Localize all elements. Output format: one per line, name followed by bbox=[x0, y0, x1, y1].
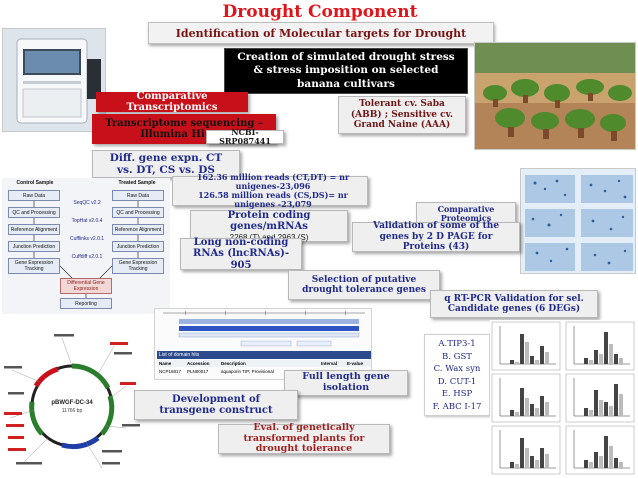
flow-right-tracking: Gene Expression Tracking bbox=[112, 258, 164, 274]
simulated-stress-box: Creation of simulated drought stress & s… bbox=[224, 48, 468, 94]
ncbi-box: NCBI- SRP087441 bbox=[206, 127, 284, 146]
row-description: aquaporin TIP; Provisional bbox=[221, 369, 274, 374]
domain-hits-columns: Name Accession Description Interval E-va… bbox=[157, 360, 371, 367]
col-description: Description bbox=[221, 361, 246, 366]
plasmid-map: pBWGF-DC-34 11766 bp bbox=[2, 330, 142, 476]
qrtpcr-thumbnails bbox=[491, 321, 635, 475]
flow-right-alignment: Reference Alignment bbox=[112, 224, 164, 235]
plasmid-diagram bbox=[4, 334, 140, 469]
full-length-isolation-box: Full length gene isolation bbox=[284, 370, 408, 396]
gene-item-c: C. Wax syn bbox=[433, 364, 481, 374]
flow-right-qc: QC and Processing bbox=[112, 207, 164, 218]
page-title: Drought Component bbox=[222, 2, 418, 22]
flow-mid-seqqc: SeqQC v2.2 bbox=[73, 200, 101, 206]
col-accession: Accession bbox=[187, 361, 210, 366]
flow-mid-cuffdiff: Cuffdiff v2.0.1 bbox=[71, 254, 103, 260]
gene-item-d: D. CUT-1 bbox=[437, 376, 477, 387]
flow-left-tracking: Gene Expression Tracking bbox=[8, 258, 60, 274]
cultivars-box: Tolerant cv. Saba (ABB) ; Sensitive cv. … bbox=[338, 96, 466, 134]
diff-gene-expn-box: Diff. gene expn. CT vs. DT, CS vs. DS bbox=[92, 150, 240, 178]
domain-hits-header: List of domain hits bbox=[157, 351, 371, 359]
domain-hits-panel: List of domain hits Name Accession Descr… bbox=[154, 308, 372, 380]
reads-line-1: 162.36 million reads (CT,DT) = nr unigen… bbox=[196, 171, 350, 191]
sequencer-photo bbox=[2, 28, 106, 132]
col-evalue: E-value bbox=[347, 361, 364, 366]
row-accession: PLN00017 bbox=[187, 369, 209, 374]
reads-line-2: 126.58 million reads (CS,DS)= nr unigene… bbox=[198, 190, 348, 210]
selection-genes-box: Selection of putative drought tolerance … bbox=[288, 270, 440, 300]
gene-list: A.TIP3-1 B. GST C. Wax syn D. CUT-1 E. H… bbox=[424, 334, 490, 416]
2d-page-gel-images bbox=[520, 168, 636, 274]
gene-item-b: B. GST bbox=[442, 351, 472, 362]
flow-differential-expression: Differential Gene Expression bbox=[60, 278, 112, 294]
flow-left-qc: QC and Processing bbox=[8, 207, 60, 218]
flow-mid-tophat: TopHat v2.0.4 bbox=[71, 218, 103, 224]
qrtpcr-box: q RT-PCR Validation for sel. Candidate g… bbox=[430, 290, 598, 318]
plasmid-size: 11766 bp bbox=[61, 408, 83, 414]
domain-track bbox=[163, 311, 365, 347]
flow-left-raw-data: Raw Data bbox=[8, 190, 60, 201]
protein-coding-title: Protein coding genes/mRNAs bbox=[227, 209, 311, 233]
gene-item-a: A.TIP3-1 bbox=[438, 339, 476, 349]
protein-coding-detail: 2268 (T) and 2963 (S) bbox=[230, 232, 309, 242]
validation-2d-page-box: Validation of some of the genes by 2 D P… bbox=[352, 221, 520, 252]
transgene-construct-box: Development of transgene construct bbox=[134, 390, 298, 420]
flow-treated-header: Treated Sample bbox=[112, 179, 162, 187]
banana-plants-photo bbox=[474, 42, 636, 150]
col-name: Name bbox=[159, 361, 172, 366]
flow-arrows bbox=[33, 201, 139, 298]
flow-left-alignment: Reference Alignment bbox=[8, 224, 60, 235]
col-interval: Interval bbox=[321, 361, 338, 366]
flow-right-junction: Junction Prediction bbox=[112, 241, 164, 252]
flow-reporting: Reporting bbox=[60, 298, 112, 309]
flow-control-header: Control Sample bbox=[10, 179, 60, 187]
gene-item-e: E. HSP bbox=[441, 389, 473, 399]
lncrna-box: Long non-coding RNAs (lncRNAs)- 905 bbox=[180, 237, 302, 271]
flow-left-junction: Junction Prediction bbox=[8, 241, 60, 252]
protein-coding-box: Protein coding genes/mRNAs 2268 (T) and … bbox=[190, 210, 348, 242]
row-name: NCP16817 bbox=[159, 369, 182, 374]
reads-box: 162.36 million reads (CT,DT) = nr unigen… bbox=[172, 171, 368, 210]
transcriptome-pipeline-flowchart: Control Sample Treated Sample Raw Data R… bbox=[2, 178, 170, 314]
flow-mid-cufflinks: Cufflinks v2.0.1 bbox=[69, 236, 105, 242]
flow-right-raw-data: Raw Data bbox=[112, 190, 164, 201]
gene-item-f: F. ABC I-17 bbox=[432, 401, 482, 412]
page-subtitle: Identification of Molecular targets for … bbox=[148, 22, 494, 62]
qrtpcr-bar-charts bbox=[490, 320, 636, 476]
comparative-transcriptomics-box: Comparative Transcriptomics bbox=[96, 91, 248, 113]
eval-transformed-box: Eval. of genetically transformed plants … bbox=[218, 422, 390, 454]
plasmid-name: pBWGF-DC-34 bbox=[51, 400, 93, 406]
